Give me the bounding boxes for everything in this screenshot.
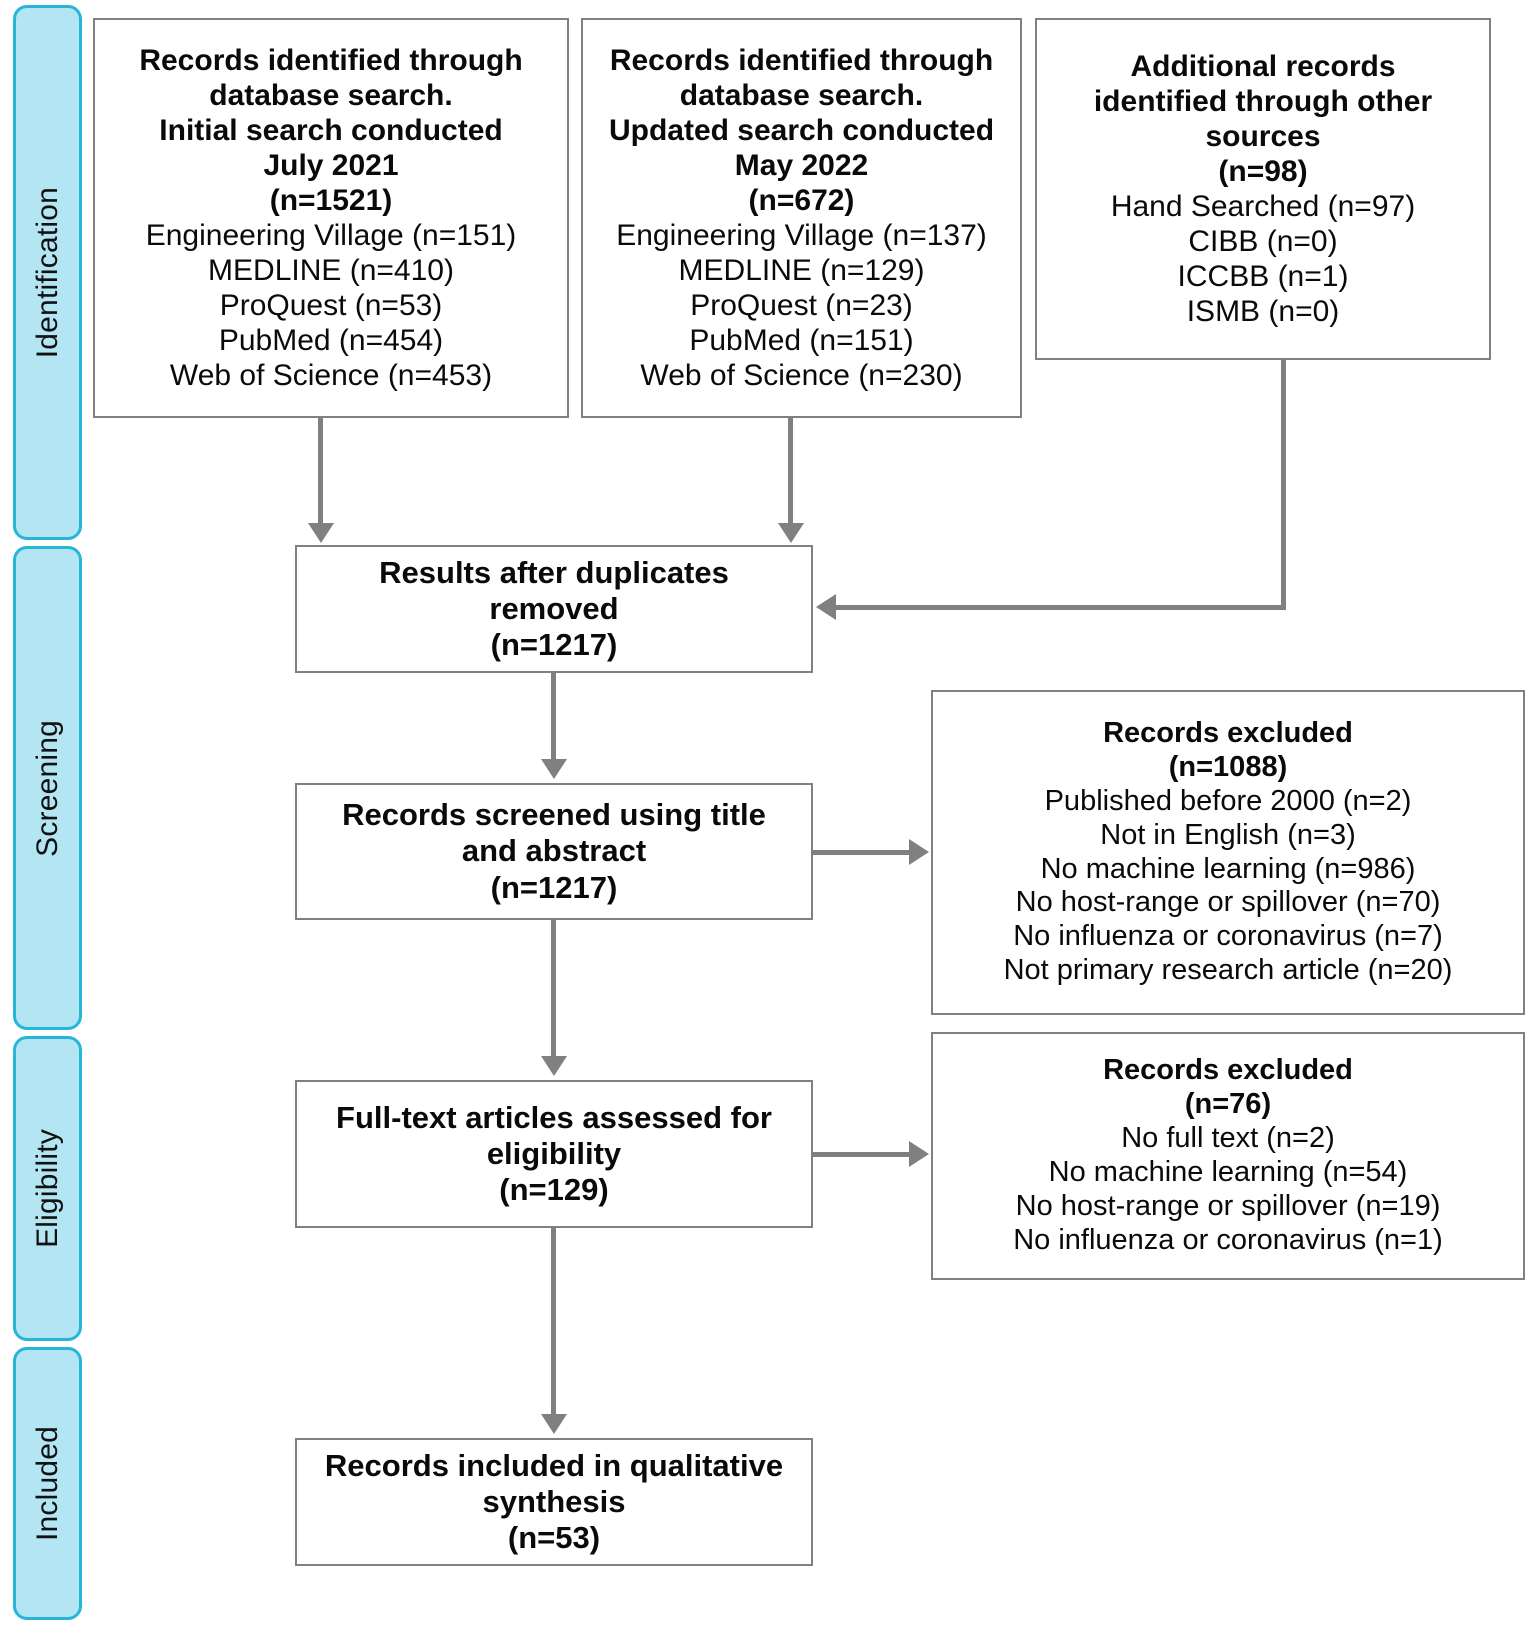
connector-duplicates-to-screened (551, 673, 556, 761)
box-line: Web of Science (n=453) (169, 359, 493, 393)
box-line: Records identified through (609, 43, 994, 77)
box-line: (n=98) (1218, 154, 1308, 188)
box-line: Web of Science (n=230) (640, 359, 963, 393)
box-line: PubMed (n=151) (689, 324, 914, 358)
box-line: (n=1088) (1168, 750, 1288, 783)
connector-fulltext-to-included (551, 1228, 556, 1416)
stage-pill-eligibility: Eligibility (13, 1036, 82, 1341)
box-line: sources (1205, 119, 1321, 153)
connector-fulltext-to-excluded (813, 1152, 911, 1157)
box-line: Records excluded (1103, 716, 1353, 749)
stage-pill-included: Included (13, 1347, 82, 1620)
stage-label-included: Included (30, 1425, 64, 1542)
box-duplicates-removed: Results after duplicates removed (n=1217… (295, 545, 813, 673)
box-line: PubMed (n=454) (218, 324, 444, 358)
arrowhead-duplicates-to-screened (541, 759, 567, 779)
box-line: Results after duplicates (379, 554, 729, 590)
box-line: Not primary research article (n=20) (1003, 954, 1453, 987)
box-line: eligibility (486, 1135, 622, 1171)
box-line: No machine learning (n=986) (1040, 852, 1416, 885)
box-line: (n=53) (507, 1520, 601, 1556)
box-initial-search: Records identified through database sear… (93, 18, 569, 418)
box-line: database search. (209, 78, 453, 112)
box-line: Initial search conducted (159, 113, 503, 147)
stage-label-identification: Identification (30, 186, 64, 359)
box-line: Published before 2000 (n=2) (1044, 784, 1412, 817)
stage-pill-screening: Screening (13, 546, 82, 1030)
box-line: (n=1217) (490, 869, 618, 905)
arrowhead-screened-to-fulltext (541, 1056, 567, 1076)
box-line: ProQuest (n=23) (690, 289, 913, 323)
box-excluded-screening: Records excluded (n=1088) Published befo… (931, 690, 1525, 1015)
box-line: ICCBB (n=1) (1177, 260, 1349, 294)
box-line: Records included in qualitative (324, 1447, 784, 1483)
connector-initial-to-duplicates (318, 418, 323, 525)
box-line: Records excluded (1103, 1054, 1353, 1087)
box-updated-search: Records identified through database sear… (581, 18, 1022, 418)
box-line: No influenza or coronavirus (n=7) (1013, 920, 1443, 953)
connector-screened-to-excluded (813, 850, 911, 855)
stage-pill-identification: Identification (13, 5, 82, 540)
box-line: identified through other (1093, 84, 1433, 118)
box-excluded-eligibility: Records excluded (n=76) No full text (n=… (931, 1032, 1525, 1280)
connector-screened-to-fulltext (551, 920, 556, 1058)
arrowhead-updated-to-duplicates (778, 523, 804, 543)
box-records-screened: Records screened using title and abstrac… (295, 783, 813, 920)
box-line: ProQuest (n=53) (219, 289, 443, 323)
box-line: Hand Searched (n=97) (1110, 190, 1416, 223)
box-line: Records identified through (139, 43, 523, 77)
box-line: Updated search conducted (608, 113, 995, 147)
box-line: CIBB (n=0) (1188, 225, 1338, 259)
stage-label-eligibility: Eligibility (30, 1129, 64, 1248)
box-line: Not in English (n=3) (1100, 818, 1356, 851)
arrowhead-initial-to-duplicates (308, 523, 334, 543)
box-line: No full text (n=2) (1121, 1122, 1335, 1155)
box-line: (n=1217) (490, 627, 618, 663)
box-full-text-assessed: Full-text articles assessed for eligibil… (295, 1080, 813, 1228)
box-line: removed (489, 590, 619, 626)
arrowhead-fulltext-to-excluded (909, 1141, 929, 1167)
box-line: database search. (679, 78, 924, 112)
arrowhead-other-sources-to-duplicates (816, 594, 836, 620)
box-line: July 2021 (263, 148, 399, 182)
box-line: No host-range or spillover (n=70) (1015, 886, 1441, 919)
box-line: Engineering Village (n=151) (145, 219, 517, 252)
box-line: (n=672) (748, 183, 855, 217)
box-line: (n=1521) (269, 183, 393, 217)
box-line: No host-range or spillover (n=19) (1015, 1189, 1441, 1222)
box-line: MEDLINE (n=129) (678, 254, 925, 288)
box-included-synthesis: Records included in qualitative synthesi… (295, 1438, 813, 1566)
box-line: ISMB (n=0) (1186, 295, 1340, 329)
connector-other-sources-horizontal (836, 605, 1286, 610)
box-line: Additional records (1130, 49, 1396, 83)
arrowhead-fulltext-to-included (541, 1414, 567, 1434)
box-line: No influenza or coronavirus (n=1) (1013, 1223, 1443, 1256)
box-line: (n=76) (1184, 1088, 1272, 1121)
box-line: May 2022 (734, 148, 869, 182)
box-line: No machine learning (n=54) (1048, 1156, 1408, 1188)
connector-updated-to-duplicates (788, 418, 793, 525)
box-line: (n=129) (499, 1172, 609, 1208)
box-line: MEDLINE (n=410) (208, 254, 454, 288)
box-line: Engineering Village (n=137) (616, 219, 987, 252)
box-line: synthesis (482, 1483, 626, 1519)
stage-label-screening: Screening (30, 719, 64, 857)
box-line: Records screened using title (342, 797, 766, 833)
box-other-sources: Additional records identified through ot… (1035, 18, 1491, 360)
connector-other-sources-vertical (1281, 360, 1286, 609)
box-line: Full-text articles assessed for (336, 1099, 772, 1135)
arrowhead-screened-to-excluded (909, 839, 929, 865)
box-line: and abstract (461, 833, 647, 869)
